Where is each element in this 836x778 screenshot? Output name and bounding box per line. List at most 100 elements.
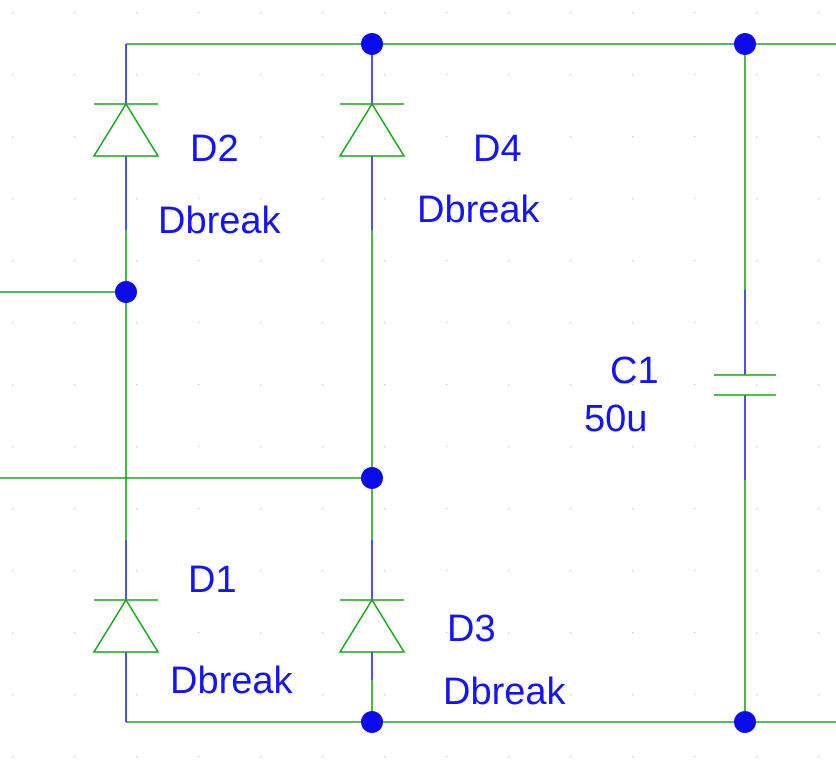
grid-dot	[446, 384, 448, 386]
grid-dot	[260, 446, 262, 448]
grid-dot	[756, 508, 758, 510]
grid-dot	[136, 322, 138, 324]
grid-dot	[570, 446, 572, 448]
junction-dot	[361, 33, 383, 55]
grid-dot	[12, 260, 14, 262]
grid-dot	[818, 198, 820, 200]
grid-dot	[12, 74, 14, 76]
grid-dot	[260, 136, 262, 138]
grid-dot	[508, 12, 510, 14]
grid-dot	[508, 260, 510, 262]
grid-dot	[136, 508, 138, 510]
diode-d2-triangle-icon	[92, 102, 160, 157]
grid-dot	[260, 74, 262, 76]
grid-dot	[384, 756, 386, 758]
grid-dot	[570, 322, 572, 324]
grid-dot	[74, 136, 76, 138]
grid-dot	[694, 694, 696, 696]
grid-dot	[508, 508, 510, 510]
grid-dot	[446, 74, 448, 76]
grid-dot	[446, 12, 448, 14]
grid-dot	[74, 322, 76, 324]
c1-value-label: 50u	[584, 398, 647, 440]
diode-d1[interactable]	[92, 540, 160, 722]
grid-dot	[632, 632, 634, 634]
grid-dot	[446, 322, 448, 324]
grid-dot	[12, 136, 14, 138]
grid-dot	[322, 508, 324, 510]
junctions	[115, 33, 756, 733]
diode-d1-triangle-icon	[92, 598, 160, 653]
grid-dot	[260, 756, 262, 758]
grid-dot	[570, 570, 572, 572]
d4-reference-label: D4	[473, 128, 522, 170]
grid-dot	[12, 694, 14, 696]
d3-model-label: Dbreak	[443, 671, 566, 713]
grid-dot	[198, 384, 200, 386]
d1-reference-label: D1	[188, 559, 237, 601]
grid-dot	[322, 694, 324, 696]
grid-dot	[198, 198, 200, 200]
grid-dot	[508, 136, 510, 138]
grid-dot	[756, 260, 758, 262]
diode-d3-triangle-icon	[338, 598, 406, 653]
grid-dot	[136, 12, 138, 14]
grid-dot	[12, 632, 14, 634]
grid-dot	[322, 632, 324, 634]
grid-dot	[260, 260, 262, 262]
grid-dot	[136, 384, 138, 386]
grid-dot	[322, 756, 324, 758]
diode-d2[interactable]	[92, 44, 160, 230]
grid-dot	[198, 632, 200, 634]
grid-dot	[632, 322, 634, 324]
grid-dot	[260, 12, 262, 14]
d4-model-label: Dbreak	[417, 189, 540, 231]
grid-dot	[260, 322, 262, 324]
grid-dot	[198, 260, 200, 262]
grid-dot	[508, 322, 510, 324]
grid-dot	[508, 756, 510, 758]
grid-dot	[756, 446, 758, 448]
grid-dot	[694, 384, 696, 386]
grid-dot	[756, 74, 758, 76]
grid-dot	[384, 694, 386, 696]
grid-dot	[74, 12, 76, 14]
diode-d4-triangle-icon	[338, 102, 406, 157]
diode-d4[interactable]	[338, 44, 406, 230]
capacitor-c1[interactable]	[714, 290, 776, 480]
grid-dot	[570, 260, 572, 262]
grid-dot	[756, 198, 758, 200]
grid-dot	[756, 694, 758, 696]
grid-dot	[632, 136, 634, 138]
grid-dot	[632, 74, 634, 76]
junction-dot	[361, 711, 383, 733]
grid-dot	[136, 570, 138, 572]
grid-dot	[260, 694, 262, 696]
junction-dot	[734, 711, 756, 733]
grid-dot	[446, 756, 448, 758]
grid-dot	[384, 322, 386, 324]
grid-dot	[446, 508, 448, 510]
grid-dot	[74, 756, 76, 758]
grid-dot	[322, 446, 324, 448]
diode-d3[interactable]	[338, 540, 406, 680]
d2-reference-label: D2	[190, 128, 239, 170]
grid-dot	[198, 136, 200, 138]
grid-dot	[570, 136, 572, 138]
grid-dot	[384, 570, 386, 572]
grid-dot	[570, 74, 572, 76]
grid-dot	[198, 570, 200, 572]
grid-dot	[74, 694, 76, 696]
grid-dot	[136, 756, 138, 758]
grid-dot	[446, 570, 448, 572]
labels: D2 Dbreak D4 Dbreak D1 Dbreak D3 Dbreak …	[158, 128, 659, 713]
grid-dot	[818, 74, 820, 76]
junction-dot	[115, 281, 137, 303]
grid-dot	[818, 508, 820, 510]
grid-dot	[632, 12, 634, 14]
grid-dot	[632, 384, 634, 386]
grid-dot	[74, 632, 76, 634]
grid-dot	[198, 508, 200, 510]
junction-dot	[361, 467, 383, 489]
grid-dot	[322, 570, 324, 572]
